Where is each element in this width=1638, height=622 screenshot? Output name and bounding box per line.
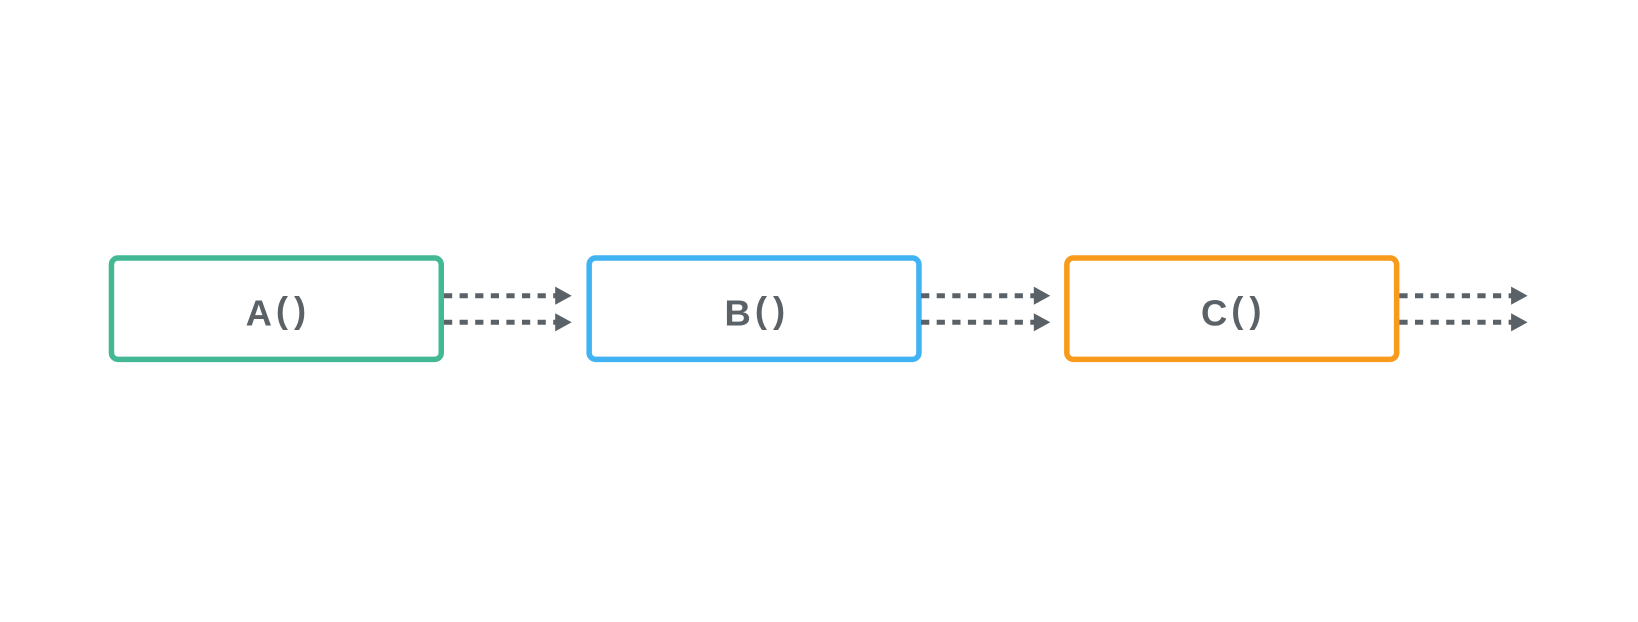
svg-text:C(): C() <box>1201 290 1266 334</box>
svg-text:B(): B() <box>725 290 790 334</box>
svg-text:A(): A() <box>246 290 311 334</box>
